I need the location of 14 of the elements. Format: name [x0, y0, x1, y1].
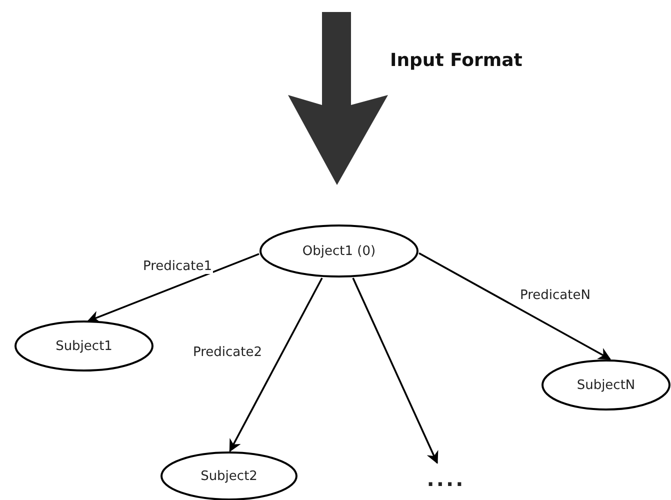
arrow: [418, 252, 611, 360]
node-label: Subject1: [56, 338, 112, 354]
ellipse-node: [541, 359, 671, 411]
arrow: [352, 278, 438, 464]
arrow: [87, 253, 260, 323]
ellipse-node: [14, 320, 154, 372]
arrow: [229, 278, 323, 452]
ellipse-node: [259, 224, 419, 278]
ellipsis-text: ....: [426, 467, 466, 491]
node-label: Object1 (0): [302, 244, 376, 258]
edge-label: Predicate1: [142, 259, 214, 274]
node-label: Subject2: [200, 468, 258, 484]
heading-label: Input Format: [390, 50, 522, 71]
node-label: SubjectN: [576, 378, 636, 392]
